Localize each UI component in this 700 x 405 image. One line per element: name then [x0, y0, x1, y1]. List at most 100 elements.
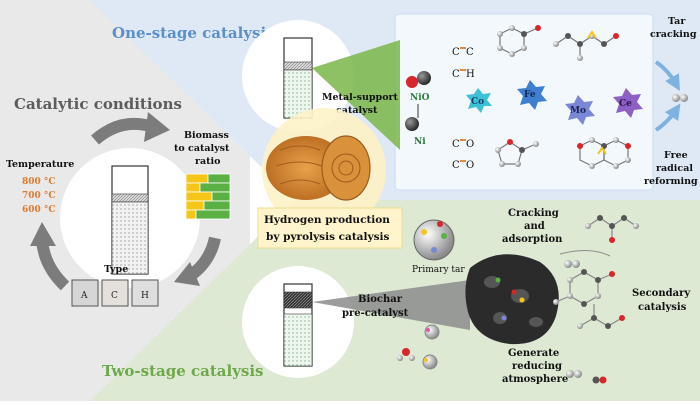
biomass-bale — [266, 135, 371, 201]
bond-o2: O — [466, 160, 474, 171]
metal-co: Co — [471, 97, 484, 107]
two-stage-title: Two-stage catalysis — [102, 362, 264, 380]
center-label-box — [257, 207, 403, 249]
generate-label-3: atmosphere — [502, 374, 568, 385]
nio-label: NiO — [410, 93, 430, 103]
cracking-label-3: adsorption — [502, 234, 563, 245]
ni-label: Ni — [414, 137, 426, 147]
reforming-arrow — [654, 103, 681, 132]
h2-top-a — [564, 260, 572, 268]
biomass-layer-left — [111, 201, 149, 275]
tar-cracking-arrow — [654, 60, 680, 91]
co-oxygen — [599, 376, 607, 384]
tar-dot-yellow — [421, 229, 427, 235]
bond-o1: O — [466, 139, 474, 150]
tar-dot-green — [441, 233, 447, 239]
biochar-layer — [283, 291, 313, 309]
ratio-label-1: Biomass — [184, 130, 229, 141]
metal-ce: Ce — [619, 99, 632, 109]
tar-cracking-label-2: cracking — [650, 29, 697, 40]
one-stage-title: One-stage catalysis — [112, 24, 275, 42]
catalyst-layer-top — [283, 61, 313, 71]
tar-cracking-label-1: Tar — [668, 16, 686, 27]
secondary-molecule-3-atoms — [577, 315, 625, 329]
scissor-mark-1 — [587, 30, 597, 39]
nickel-atom-nio — [417, 71, 431, 85]
temperature-label: Temperature — [6, 159, 74, 170]
scissor-mark-2 — [597, 146, 607, 155]
center-label-line1: Hydrogen production — [264, 214, 390, 226]
hydrogen-atom-b — [680, 94, 688, 102]
cycle-arrowhead-top — [144, 112, 170, 142]
gas-sphere-1 — [424, 324, 440, 340]
one-stage-beam — [312, 40, 400, 150]
metal-mo: Mo — [570, 106, 586, 116]
bond-c4: C — [452, 139, 460, 150]
catalytic-conditions-title: Catalytic conditions — [14, 95, 182, 113]
type-c: C — [111, 291, 118, 301]
h2-bottom-b — [574, 370, 582, 378]
type-label: Type — [104, 264, 128, 275]
gas-dot-2 — [424, 358, 428, 362]
biomass-layer-bottom — [283, 313, 313, 367]
tar-dot-blue — [431, 247, 437, 253]
metal-fe: Fe — [524, 90, 536, 100]
secondary-molecule-1-atoms — [585, 215, 639, 243]
primary-tar-sphere — [413, 219, 455, 261]
biochar-label-1: Biochar — [358, 294, 403, 305]
tar-molecule-1-atoms — [497, 25, 541, 57]
cycle-arrow-top — [91, 117, 152, 145]
generate-label-2: reducing — [512, 361, 562, 372]
ratio-label-2: to catalyst — [174, 143, 230, 154]
tar-dot-red — [437, 221, 443, 227]
biomass-layer-top — [283, 69, 313, 119]
water-h1 — [397, 355, 403, 361]
biochar-particle — [465, 254, 559, 345]
cycle-arrowhead-left — [30, 222, 56, 246]
bond-c5: C — [452, 160, 460, 171]
temperature-700: 700 °C — [22, 191, 56, 201]
gas-dot-1 — [426, 328, 430, 332]
temperature-800: 800 °C — [22, 177, 56, 187]
temperature-600: 600 °C — [22, 205, 56, 215]
biochar-label-2: pre-catalyst — [342, 308, 409, 319]
secondary-molecule-2-atoms — [553, 269, 615, 307]
cerium-star — [613, 88, 643, 118]
tar-molecule-3-atoms — [495, 139, 539, 167]
cracking-label-1: Cracking — [508, 208, 559, 219]
type-h: H — [141, 291, 149, 301]
metal-support-label-2: catalyst — [336, 105, 378, 116]
secondary-label-2: catalysis — [638, 302, 687, 313]
tar-molecule-4-atoms — [577, 137, 631, 169]
water-h2 — [409, 355, 415, 361]
type-a: A — [80, 291, 88, 301]
ratio-brick-block — [185, 173, 231, 220]
h2-bottom-a — [566, 370, 574, 378]
cycle-arrowhead-right — [174, 262, 200, 286]
co-carbon — [592, 376, 600, 384]
secondary-connector — [559, 250, 611, 257]
ratio-label-3: ratio — [195, 156, 221, 167]
oxygen-atom — [406, 76, 418, 88]
bond-c2: C — [466, 47, 474, 58]
molybdenum-star — [565, 95, 595, 125]
metal-support-label-1: Metal-support — [322, 92, 399, 103]
free-radical-label-2: radical — [656, 163, 693, 174]
iron-star — [517, 80, 547, 110]
free-radical-label-3: reforming — [644, 176, 698, 187]
generate-label-1: Generate — [508, 348, 559, 359]
two-stage-beam — [312, 280, 470, 330]
h2-top-b — [572, 260, 580, 268]
type-samples — [71, 279, 159, 307]
catalyst-layer-left — [111, 193, 149, 203]
bond-c1: C — [452, 47, 460, 58]
secondary-label-1: Secondary — [632, 288, 691, 299]
tar-molecule-2-atoms — [553, 33, 619, 61]
cracking-label-2: and — [524, 221, 545, 232]
center-label-line2: by pyrolysis catalysis — [266, 231, 389, 243]
bond-c3: C — [452, 69, 460, 80]
cobalt-star — [466, 88, 492, 113]
water-oxygen — [402, 348, 410, 356]
